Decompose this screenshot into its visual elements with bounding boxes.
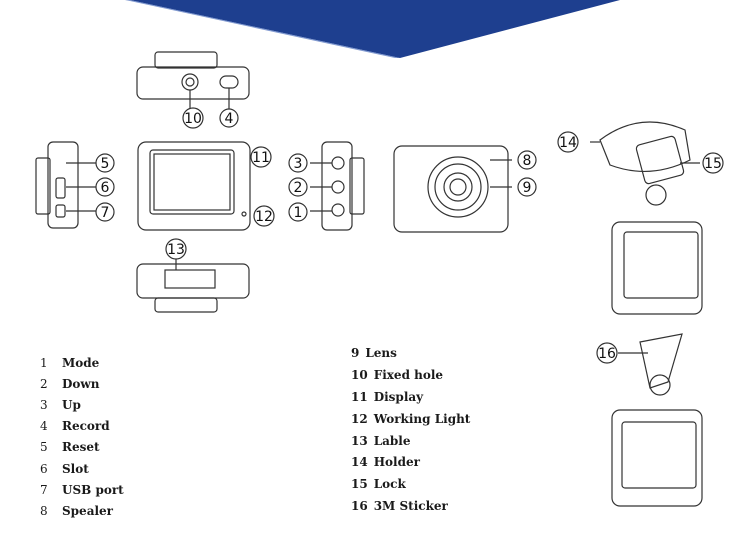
callout-14: 14: [559, 135, 577, 151]
back-view: [393, 145, 512, 233]
callout-5: 5: [101, 156, 110, 172]
left-side-view: [35, 141, 98, 229]
callout-6: 6: [101, 180, 110, 196]
callout-3: 3: [294, 156, 303, 172]
right-side-view: [310, 141, 365, 231]
top-view: [136, 51, 250, 110]
callout-15: 15: [704, 156, 722, 172]
callout-10: 10: [184, 111, 202, 127]
sticker-mount-view: [611, 333, 703, 507]
callout-16: 16: [598, 346, 616, 362]
callout-13: 13: [167, 242, 185, 258]
callouts: [95, 107, 724, 364]
callout-8: 8: [523, 153, 532, 169]
callout-12: 12: [255, 209, 273, 225]
callout-11: 11: [252, 150, 270, 166]
callout-7: 7: [101, 205, 110, 221]
bottom-view: [136, 258, 250, 313]
callout-2: 2: [294, 180, 303, 196]
callout-1: 1: [294, 205, 303, 221]
front-view: [137, 141, 252, 231]
callout-4: 4: [225, 111, 234, 127]
header-banner: [125, 0, 620, 58]
callout-9: 9: [523, 180, 532, 196]
mount-view: [590, 121, 703, 315]
